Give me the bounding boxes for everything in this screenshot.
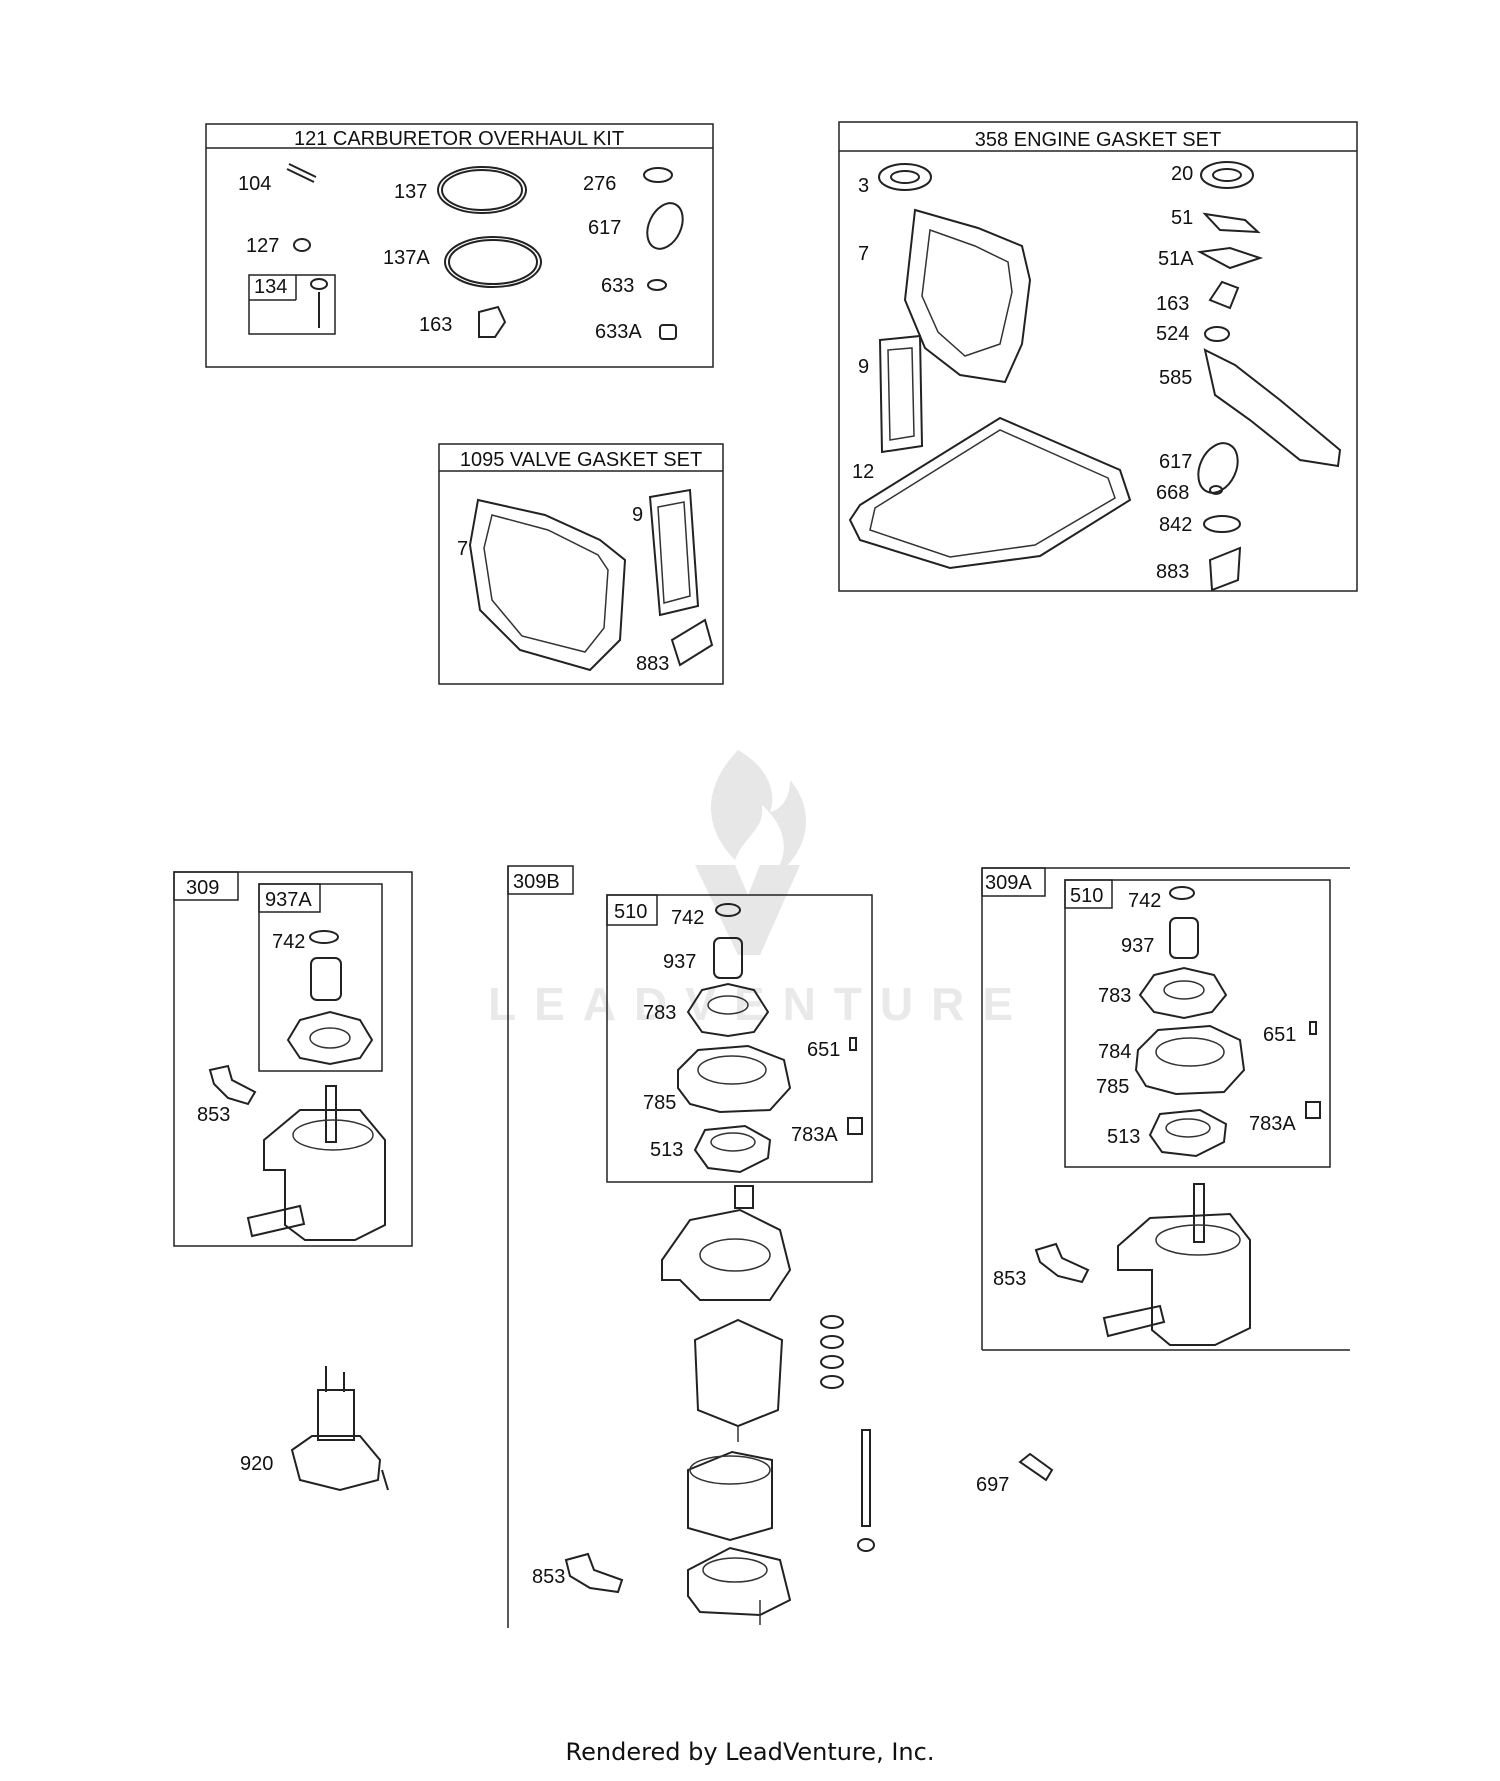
part-label: 651: [1263, 1024, 1296, 1046]
solenoid-920: 920: [240, 1366, 389, 1492]
starter-309a: 309A 510 742 937 783 651 784 785 783A 51…: [981, 867, 1350, 1351]
footer-credit: Rendered by LeadVenture, Inc.: [565, 1738, 935, 1766]
part-label: 853: [993, 1268, 1026, 1290]
part-label: 668: [1156, 482, 1189, 504]
part-label: 3: [858, 175, 869, 197]
part-label: 785: [1096, 1076, 1129, 1098]
part-label: 276: [583, 173, 616, 195]
valve-gasket-title: 1095 VALVE GASKET SET: [460, 449, 702, 471]
part-label: 783: [1098, 985, 1131, 1007]
part-label: 784: [1098, 1041, 1131, 1063]
part-label: 163: [1156, 293, 1189, 315]
part-label: 51: [1171, 207, 1193, 229]
part-label: 137: [394, 181, 427, 203]
part-label: 524: [1156, 323, 1189, 345]
part-label: 937: [1121, 935, 1154, 957]
watermark-text: LEADVENTURE: [488, 978, 1031, 1030]
screw-697: 697: [976, 1452, 1054, 1496]
box-label: 309: [186, 877, 219, 899]
box-label: 309B: [513, 871, 560, 893]
part-label: 617: [588, 217, 621, 239]
part-label: 742: [671, 907, 704, 929]
part-label: 20: [1171, 163, 1193, 185]
part-label: 853: [532, 1566, 565, 1588]
part-label: 163: [419, 314, 452, 336]
box-label: 510: [614, 901, 647, 923]
part-label: 783: [643, 1002, 676, 1024]
part-label: 617: [1159, 451, 1192, 473]
part-label: 134: [254, 276, 287, 298]
part-label: 9: [858, 356, 869, 378]
part-label: 742: [1128, 890, 1161, 912]
valve-gasket-set: 1095 VALVE GASKET SET 7 9 883: [438, 443, 724, 685]
part-label: 697: [976, 1474, 1009, 1496]
part-label: 842: [1159, 514, 1192, 536]
part-label: 513: [650, 1139, 683, 1161]
part-label: 137A: [383, 247, 430, 269]
part-label: 104: [238, 173, 271, 195]
part-label: 12: [852, 461, 874, 483]
part-label: 7: [858, 243, 869, 265]
part-label: 783A: [791, 1124, 838, 1146]
part-label: 127: [246, 235, 279, 257]
part-label: 883: [1156, 561, 1189, 583]
engine-gasket-set: 358 ENGINE GASKET SET 3 20 7 51 51A 163 …: [838, 121, 1358, 592]
part-label: 51A: [1158, 248, 1194, 270]
part-label: 883: [636, 653, 669, 675]
box-label: 510: [1070, 885, 1103, 907]
part-label: 742: [272, 931, 305, 953]
watermark-logo: [695, 750, 806, 955]
part-label: 633: [601, 275, 634, 297]
carburetor-kit-title: 121 CARBURETOR OVERHAUL KIT: [294, 128, 624, 150]
part-label: 853: [197, 1104, 230, 1126]
part-label: 633A: [595, 321, 642, 343]
starter-309b: 309B 510 742 937 783 651 785 783A 513 85…: [507, 865, 875, 1628]
engine-gasket-title: 358 ENGINE GASKET SET: [975, 129, 1221, 151]
part-label: 651: [807, 1039, 840, 1061]
part-label: 9: [632, 504, 643, 526]
part-label: 7: [457, 538, 468, 560]
part-label: 513: [1107, 1126, 1140, 1148]
part-label: 585: [1159, 367, 1192, 389]
carburetor-overhaul-kit: 121 CARBURETOR OVERHAUL KIT 104 137 276 …: [205, 123, 714, 368]
part-label: 783A: [1249, 1113, 1296, 1135]
part-label: 785: [643, 1092, 676, 1114]
box-label: 937A: [265, 889, 312, 911]
part-label: 920: [240, 1453, 273, 1475]
box-label: 309A: [985, 872, 1032, 894]
starter-309: 309 937A 742 853: [173, 871, 413, 1247]
part-label: 937: [663, 951, 696, 973]
